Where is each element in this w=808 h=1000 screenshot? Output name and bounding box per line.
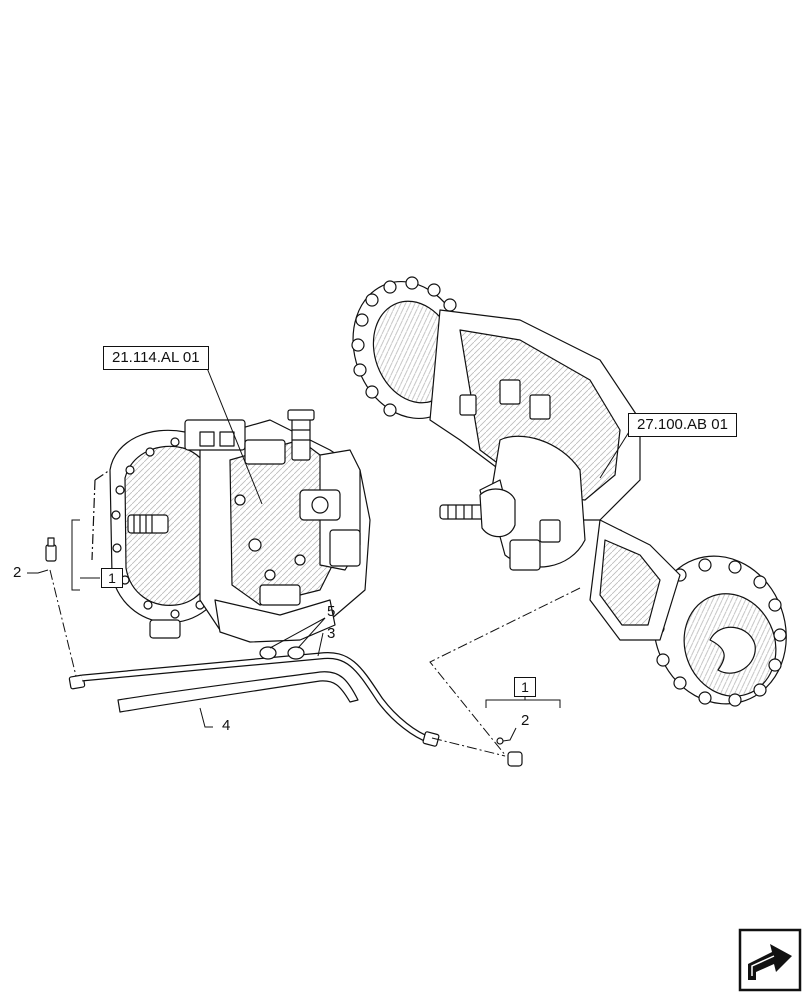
ref-transmission-label[interactable]: 21.114.AL 01 bbox=[103, 346, 209, 370]
transmission-assembly bbox=[91, 409, 371, 643]
leader-lines bbox=[27, 367, 635, 757]
callout-hose: 3 bbox=[327, 625, 336, 642]
callout-right-fitting: 2 bbox=[521, 712, 530, 729]
callout-left-group: 1 bbox=[101, 568, 123, 588]
callout-clamps: 5 bbox=[327, 603, 336, 620]
callout-right-group: 1 bbox=[514, 677, 536, 697]
ref-axle-label[interactable]: 27.100.AB 01 bbox=[628, 413, 737, 437]
next-page-arrow-icon[interactable] bbox=[738, 928, 802, 992]
callout-left-fitting: 2 bbox=[13, 564, 22, 581]
hose-parts bbox=[45, 537, 523, 767]
axle-assembly bbox=[351, 276, 787, 707]
callout-sleeve: 4 bbox=[222, 717, 231, 734]
